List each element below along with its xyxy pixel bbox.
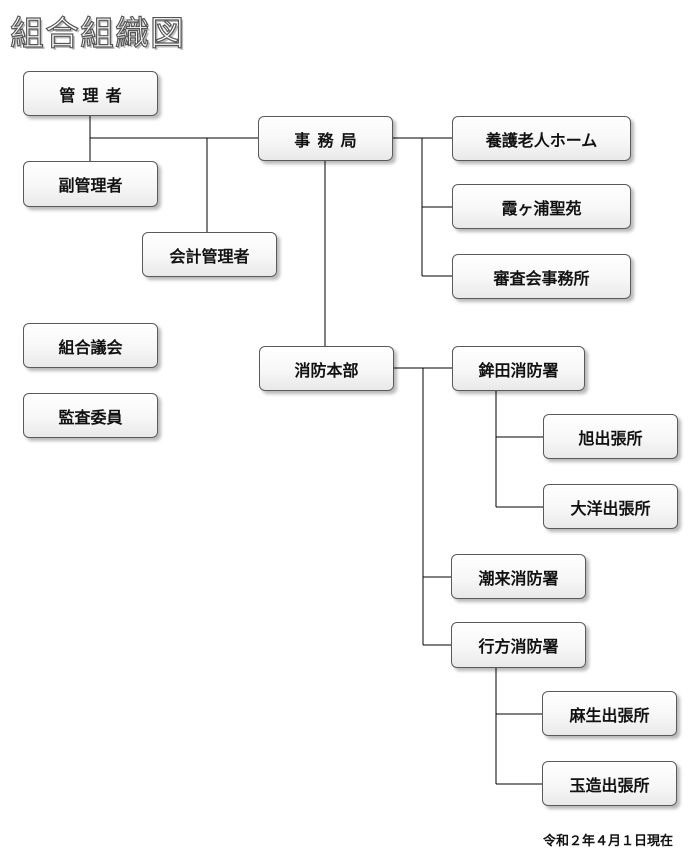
- node-aso-shucchojo: 麻生出張所: [542, 691, 677, 736]
- node-tamatsukuri-shucchojo: 玉造出張所: [542, 761, 677, 806]
- page-title: 組合組織図: [9, 13, 185, 54]
- as-of-date: 令和２年４月１日現在: [542, 834, 673, 849]
- node-kaikei-kanrisha: 会計管理者: [142, 232, 277, 277]
- node-taiyo-shucchojo: 大洋出張所: [543, 484, 678, 529]
- node-kanrisha: 管理者: [23, 71, 158, 116]
- node-shinsakai-jimusho: 審査会事務所: [452, 254, 631, 299]
- node-kumiai-gikai: 組合議会: [23, 323, 158, 368]
- node-kansa-iin: 監査委員: [23, 393, 158, 438]
- node-hokota-shobosho: 鉾田消防署: [452, 346, 585, 391]
- node-kasumigaura-seien: 霞ヶ浦聖苑: [452, 184, 631, 229]
- node-namegata-shobosho: 行方消防署: [451, 622, 586, 668]
- node-yogo-rojin-home: 養護老人ホーム: [452, 116, 631, 161]
- node-fuku-kanrisha: 副管理者: [23, 161, 158, 207]
- node-asahi-shucchojo: 旭出張所: [543, 414, 678, 459]
- node-itako-shobosho: 潮来消防署: [451, 554, 586, 599]
- node-shobo-honbu: 消防本部: [259, 346, 394, 391]
- node-jimukyoku: 事務局: [258, 116, 393, 161]
